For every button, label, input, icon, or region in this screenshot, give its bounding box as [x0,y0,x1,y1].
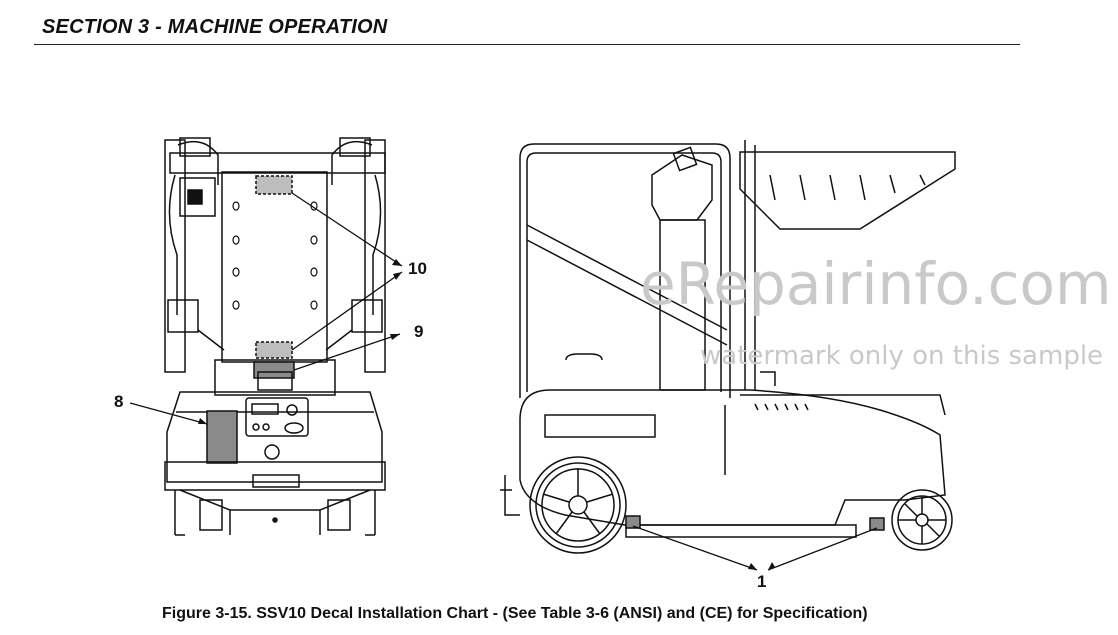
callout-10: 10 [408,259,427,278]
callout-1: 1 [757,572,766,591]
leader-lines [129,192,878,571]
decal-8 [206,410,238,464]
watermark-note: watermark only on this sample [700,341,1103,371]
front-view-drawing [164,137,386,536]
figure-caption: Figure 3-15. SSV10 Decal Installation Ch… [162,605,868,622]
callout-9: 9 [414,322,423,341]
decal-9 [253,361,295,379]
decal-10-bottom [255,341,293,359]
leader-arrowheads [198,259,775,570]
section-title: SECTION 3 - MACHINE OPERATION [42,16,388,38]
decal-10-top [255,175,293,195]
callout-8: 8 [114,392,123,411]
watermark-brand: eRepairinfo.com [640,250,1111,318]
decal-1-front [625,515,641,529]
header-rule [34,44,1020,45]
side-view-drawing [500,140,956,554]
decal-1-rear [869,517,885,531]
